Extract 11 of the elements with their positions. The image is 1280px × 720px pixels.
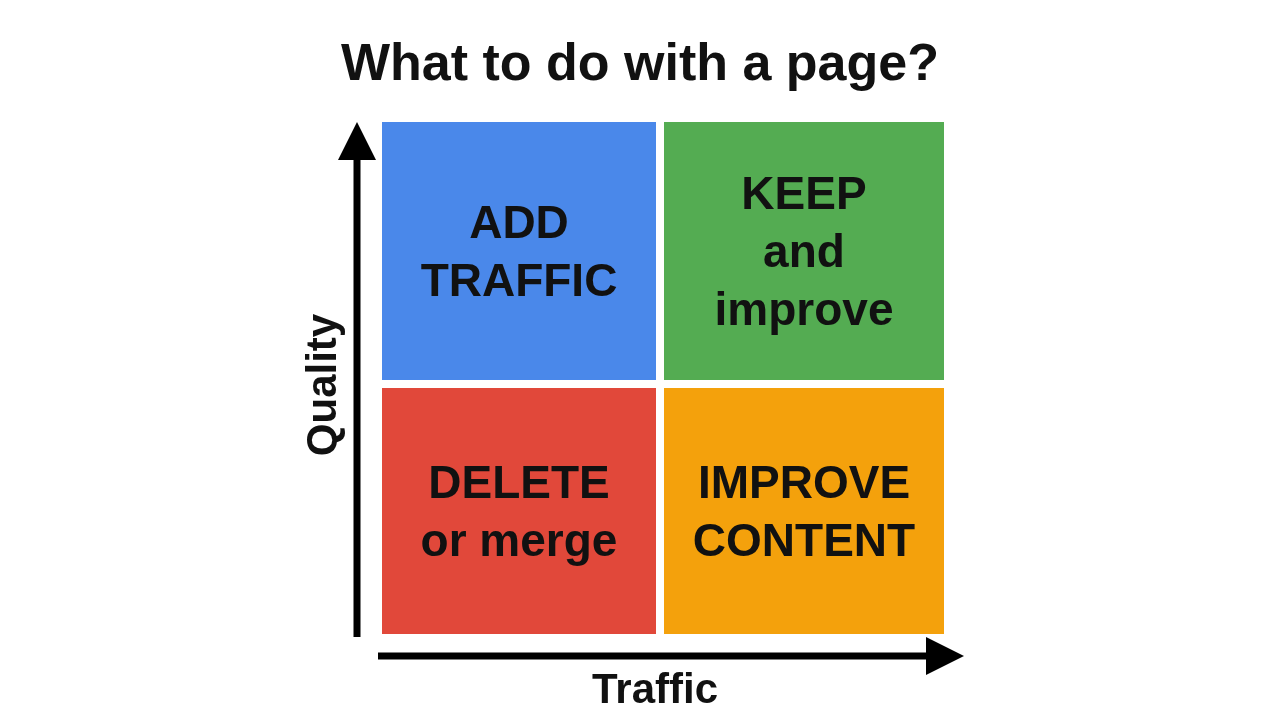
diagram-title: What to do with a page?: [341, 32, 939, 93]
axis-label: Traffic: [592, 665, 719, 713]
quadrant-label: DELETE or merge: [419, 455, 619, 568]
quadrant-label: ADD TRAFFIC: [420, 195, 618, 308]
quadrant-box: [382, 388, 656, 634]
quadrant-box: [664, 388, 944, 634]
quadrant-box: [664, 122, 944, 380]
quadrant-label: KEEP and improve: [714, 166, 894, 337]
quadrant-box: [382, 122, 656, 380]
quadrant-label: IMPROVE CONTENT: [692, 455, 916, 568]
axis-label: Quality: [298, 313, 347, 457]
